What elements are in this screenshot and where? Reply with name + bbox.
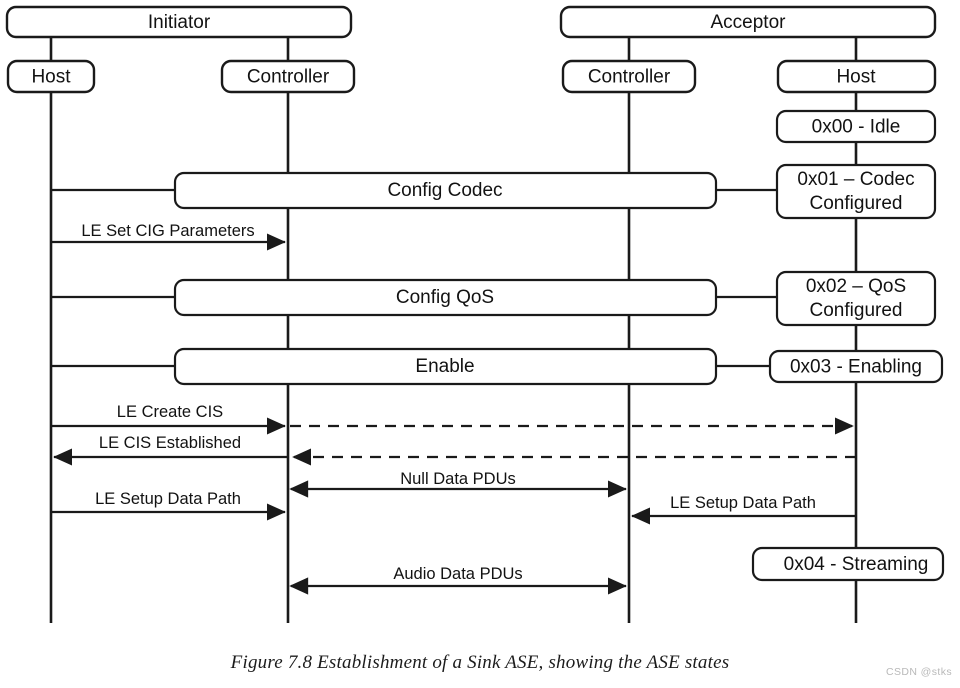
- role-initiator-controller[interactable]: Controller: [220, 59, 356, 94]
- header-acceptor-box[interactable]: [559, 5, 937, 39]
- message-le-setup-data-path-initiator[interactable]: LE Setup Data Path: [51, 490, 286, 521]
- operation-config-codec-label: Config Codec: [387, 180, 502, 201]
- role-initiator-controller-label: Controller: [247, 67, 330, 88]
- role-initiator-host[interactable]: Host: [6, 59, 96, 94]
- state-codec-configured-label-line2: Configured: [810, 193, 903, 214]
- header-acceptor-label: Acceptor: [711, 12, 787, 33]
- state-codec-configured[interactable]: 0x01 – Codec Configured: [775, 163, 937, 220]
- operation-enable[interactable]: Enable: [51, 347, 771, 386]
- message-le-cis-established-label: LE CIS Established: [99, 434, 241, 452]
- state-codec-configured-box[interactable]: [775, 163, 937, 220]
- state-idle[interactable]: 0x00 - Idle: [775, 109, 937, 144]
- state-streaming-label: 0x04 - Streaming: [784, 554, 929, 575]
- message-audio-data-pdus[interactable]: Audio Data PDUs: [289, 565, 627, 595]
- role-initiator-host-box[interactable]: [6, 59, 96, 94]
- operation-config-codec[interactable]: Config Codec: [51, 171, 778, 210]
- message-audio-data-pdus-label: Audio Data PDUs: [393, 565, 522, 583]
- header-initiator-label: Initiator: [148, 12, 211, 33]
- figure-caption: Figure 7.8 Establishment of a Sink ASE, …: [230, 652, 730, 673]
- operation-config-qos-label: Config QoS: [396, 287, 494, 308]
- header-acceptor[interactable]: Acceptor: [559, 5, 937, 39]
- state-enabling-label: 0x03 - Enabling: [790, 357, 922, 378]
- state-qos-configured[interactable]: 0x02 – QoS Configured: [775, 270, 937, 327]
- header-initiator-box[interactable]: [5, 5, 353, 39]
- message-le-set-cig-parameters-label: LE Set CIG Parameters: [81, 222, 254, 240]
- operation-config-codec-box[interactable]: [173, 171, 718, 210]
- role-acceptor-host-label: Host: [836, 67, 876, 88]
- role-acceptor-host-box[interactable]: [776, 59, 937, 94]
- message-null-data-pdus-label: Null Data PDUs: [400, 470, 516, 488]
- state-streaming[interactable]: 0x04 - Streaming: [751, 546, 945, 582]
- role-initiator-controller-box[interactable]: [220, 59, 356, 94]
- message-le-create-cis[interactable]: LE Create CIS: [51, 403, 854, 435]
- operation-enable-box[interactable]: [173, 347, 718, 386]
- message-null-data-pdus[interactable]: Null Data PDUs: [289, 470, 627, 498]
- role-acceptor-host[interactable]: Host: [776, 59, 937, 94]
- header-role-connectors: [49, 36, 858, 62]
- message-le-setup-data-path-initiator-label: LE Setup Data Path: [95, 490, 241, 508]
- state-codec-configured-label-line1: 0x01 – Codec: [797, 169, 914, 190]
- message-le-set-cig-parameters[interactable]: LE Set CIG Parameters: [51, 222, 286, 251]
- message-le-cis-established[interactable]: LE CIS Established: [53, 434, 856, 466]
- watermark-label: CSDN @stks: [886, 666, 952, 678]
- role-acceptor-controller-box[interactable]: [561, 59, 697, 94]
- operation-config-qos-box[interactable]: [173, 278, 718, 317]
- operation-enable-label: Enable: [415, 356, 474, 377]
- state-qos-configured-label-line2: Configured: [810, 300, 903, 321]
- role-acceptor-controller[interactable]: Controller: [561, 59, 697, 94]
- message-le-create-cis-label: LE Create CIS: [117, 403, 223, 421]
- state-qos-configured-label-line1: 0x02 – QoS: [806, 276, 906, 297]
- state-idle-box[interactable]: [775, 109, 937, 144]
- message-le-setup-data-path-acceptor[interactable]: LE Setup Data Path: [631, 494, 856, 525]
- state-enabling[interactable]: 0x03 - Enabling: [768, 349, 944, 384]
- role-initiator-host-label: Host: [31, 67, 71, 88]
- state-idle-label: 0x00 - Idle: [812, 117, 901, 138]
- role-acceptor-controller-label: Controller: [588, 67, 671, 88]
- header-initiator[interactable]: Initiator: [5, 5, 353, 39]
- message-le-setup-data-path-acceptor-label: LE Setup Data Path: [670, 494, 816, 512]
- state-qos-configured-box[interactable]: [775, 270, 937, 327]
- operation-config-qos[interactable]: Config QoS: [51, 278, 778, 317]
- state-streaming-box[interactable]: [751, 546, 945, 582]
